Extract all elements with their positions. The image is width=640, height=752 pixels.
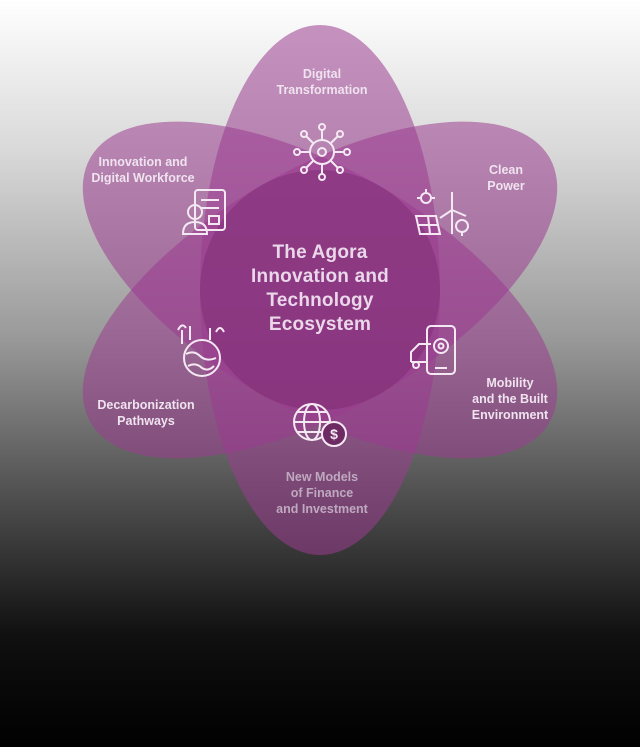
label-decarbonization: Decarbonization Pathways [84, 397, 208, 429]
label-line: Decarbonization [97, 398, 195, 412]
label-line: Environment [471, 408, 549, 422]
label-digital-transformation: Digital Transformation [252, 66, 392, 98]
label-line: and Investment [276, 502, 368, 516]
label-clean-power: Clean Power [456, 162, 556, 194]
label-mobility: Mobility and the Built Environment [455, 375, 565, 423]
center-title: The Agora Innovation and Technology Ecos… [220, 241, 420, 337]
smart-mobility-icon [410, 325, 456, 375]
label-line: Innovation and [98, 155, 188, 169]
center-title-line-3: Technology [266, 290, 374, 311]
earth-industry-icon [177, 324, 225, 377]
label-line: Clean [488, 163, 524, 177]
label-line: Power [487, 179, 525, 193]
label-line: Digital [302, 67, 342, 81]
label-line: New Models [285, 470, 359, 484]
center-title-line-1: The Agora [272, 242, 368, 263]
label-workforce: Innovation and Digital Workforce [78, 154, 208, 186]
center-title-line-4: Ecosystem [268, 314, 372, 335]
label-line: Digital Workforce [91, 171, 195, 185]
center-core [200, 170, 440, 410]
label-line: Transformation [276, 83, 368, 97]
svg-text:$: $ [330, 426, 338, 442]
solar-wind-icon [414, 189, 469, 236]
worker-screen-icon [181, 189, 226, 235]
label-line: and the Built [472, 392, 548, 406]
petals-group [82, 25, 558, 555]
label-line: of Finance [290, 486, 354, 500]
label-line: Pathways [117, 414, 175, 428]
neural-network-icon [293, 123, 351, 181]
label-finance: New Models of Finance and Investment [262, 469, 382, 517]
globe-dollar-icon: $ [293, 403, 347, 447]
center-title-line-2: Innovation and [251, 266, 389, 287]
label-line: Mobility [486, 376, 534, 390]
